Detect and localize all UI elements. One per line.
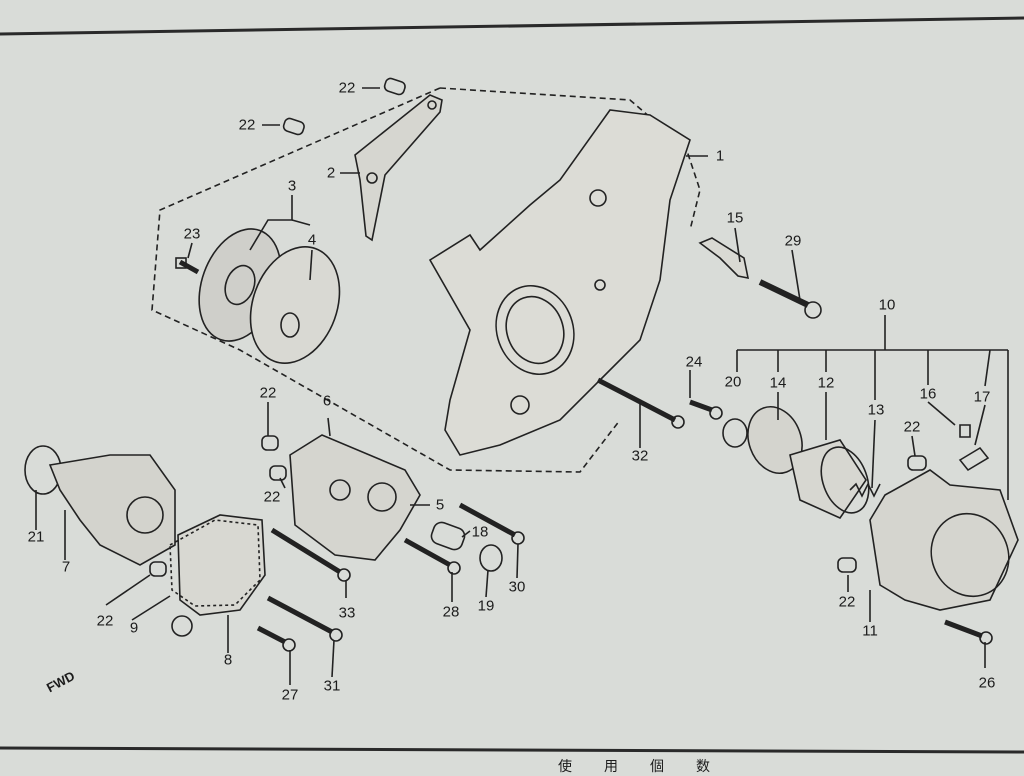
callout-27: 27 bbox=[281, 686, 299, 704]
piston-part-12 bbox=[789, 439, 867, 520]
callout-32: 32 bbox=[631, 447, 649, 465]
callout-13: 13 bbox=[867, 401, 885, 419]
callout-19: 19 bbox=[477, 597, 495, 615]
seal-part-20 bbox=[722, 418, 748, 448]
group-boundary-bottom bbox=[151, 87, 621, 473]
callout-10: 10 bbox=[878, 296, 896, 314]
callout-5: 5 bbox=[435, 496, 445, 514]
cap-part-17 bbox=[958, 446, 990, 472]
bolt-26 bbox=[944, 619, 983, 639]
seal-part-14 bbox=[747, 406, 803, 474]
callout-18: 18 bbox=[471, 523, 489, 541]
bushing-part-18 bbox=[430, 521, 466, 551]
footer-glyph-2: 用 bbox=[604, 758, 620, 774]
callout-4: 4 bbox=[307, 231, 317, 249]
callout-22-right: 22 bbox=[903, 418, 921, 436]
bolt-33 bbox=[270, 527, 342, 575]
callout-22-left: 22 bbox=[96, 612, 114, 630]
bolt-31 bbox=[266, 595, 334, 635]
top-border-line bbox=[0, 16, 1024, 36]
callout-22-upper: 22 bbox=[238, 116, 256, 134]
bolt-28 bbox=[403, 537, 452, 568]
plate-part-4 bbox=[249, 246, 341, 364]
spring-part-13 bbox=[849, 482, 881, 498]
callout-6: 6 bbox=[322, 392, 332, 410]
dowel-pin-22-mid-lower bbox=[269, 465, 287, 481]
callout-15: 15 bbox=[726, 209, 744, 227]
callout-16: 16 bbox=[919, 385, 937, 403]
washer-part-19 bbox=[479, 544, 503, 572]
clip-part-15 bbox=[698, 237, 750, 280]
bottom-border-line bbox=[0, 746, 1024, 754]
callout-31: 31 bbox=[323, 677, 341, 695]
callout-22-top: 22 bbox=[338, 79, 356, 97]
callout-2: 2 bbox=[326, 164, 336, 182]
dowel-pin-22-top bbox=[383, 77, 406, 96]
callout-23: 23 bbox=[183, 225, 201, 243]
footer-glyph-3: 個 bbox=[650, 758, 666, 774]
dowel-pin-22-mid bbox=[261, 435, 279, 451]
dowel-pin-22-left bbox=[149, 561, 167, 577]
callout-17: 17 bbox=[973, 388, 991, 406]
callout-30: 30 bbox=[508, 578, 526, 596]
callout-21: 21 bbox=[27, 528, 45, 546]
callout-7: 7 bbox=[61, 558, 71, 576]
dowel-pin-22-right bbox=[907, 455, 927, 471]
bolt-30 bbox=[458, 502, 517, 538]
bolt-23 bbox=[175, 257, 187, 269]
footer-glyph-4: 数 bbox=[696, 758, 712, 774]
callout-1: 1 bbox=[715, 147, 725, 165]
callout-28: 28 bbox=[442, 603, 460, 621]
callout-8: 8 bbox=[223, 651, 233, 669]
cover-bore bbox=[495, 284, 575, 376]
callout-3: 3 bbox=[287, 177, 297, 195]
callout-12: 12 bbox=[817, 374, 835, 392]
callout-26: 26 bbox=[978, 674, 996, 692]
callout-22-mid: 22 bbox=[259, 384, 277, 402]
slave-cylinder-part-11 bbox=[869, 469, 1019, 611]
callout-20: 20 bbox=[724, 373, 742, 391]
bolt-32 bbox=[596, 377, 677, 423]
bleeder-part-16 bbox=[959, 424, 971, 438]
bolt-27 bbox=[256, 625, 287, 645]
callout-24: 24 bbox=[685, 353, 703, 371]
footer-glyph-1: 使 bbox=[558, 758, 574, 774]
callout-14: 14 bbox=[769, 374, 787, 392]
callout-9: 9 bbox=[129, 619, 139, 637]
gasket-part-9 bbox=[169, 519, 261, 607]
water-pump-part-7 bbox=[48, 454, 176, 566]
pump-body-part-5 bbox=[289, 434, 421, 561]
callout-33: 33 bbox=[338, 604, 356, 622]
pump-cover-part-8 bbox=[177, 514, 266, 616]
dowel-pin-22-upper bbox=[282, 117, 305, 136]
bracket-part-2 bbox=[354, 94, 443, 242]
dowel-pin-22-lower-right bbox=[837, 557, 857, 573]
bolt-29 bbox=[758, 279, 810, 308]
rear-cover-part-1 bbox=[428, 109, 691, 456]
callout-11: 11 bbox=[862, 622, 878, 640]
callout-22-lower-right: 22 bbox=[838, 593, 856, 611]
bolt-24 bbox=[689, 399, 713, 413]
callout-29: 29 bbox=[784, 232, 802, 250]
callout-22-mid-lower: 22 bbox=[263, 488, 281, 506]
